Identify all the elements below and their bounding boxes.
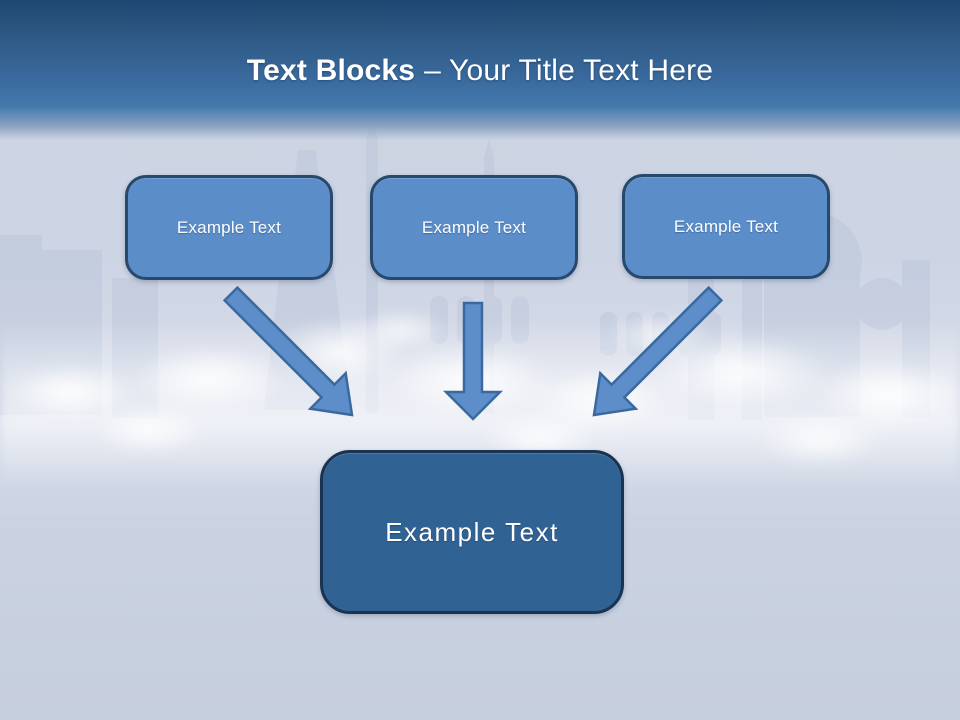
text-block-top-2: Example Text <box>370 175 578 280</box>
arrow-down-left-icon <box>592 285 724 417</box>
title-bar: Text Blocks– Your Title Text Here <box>0 0 960 140</box>
slide-title: Text Blocks– Your Title Text Here <box>247 0 713 88</box>
text-block-top-3: Example Text <box>622 174 830 279</box>
arrow-down-icon <box>442 301 504 421</box>
text-block-top-2-label: Example Text <box>421 217 527 237</box>
text-block-bottom-label: Example Text <box>385 516 559 547</box>
slide-title-bold: Text Blocks <box>246 54 416 87</box>
slide-title-regular: – Your Title Text Here <box>424 54 714 87</box>
text-block-top-1: Example Text <box>125 175 333 280</box>
text-block-bottom: Example Text <box>320 450 624 614</box>
arrow-down-right-icon <box>222 285 354 417</box>
text-block-top-3-label: Example Text <box>673 216 779 236</box>
text-block-top-1-label: Example Text <box>176 217 282 237</box>
